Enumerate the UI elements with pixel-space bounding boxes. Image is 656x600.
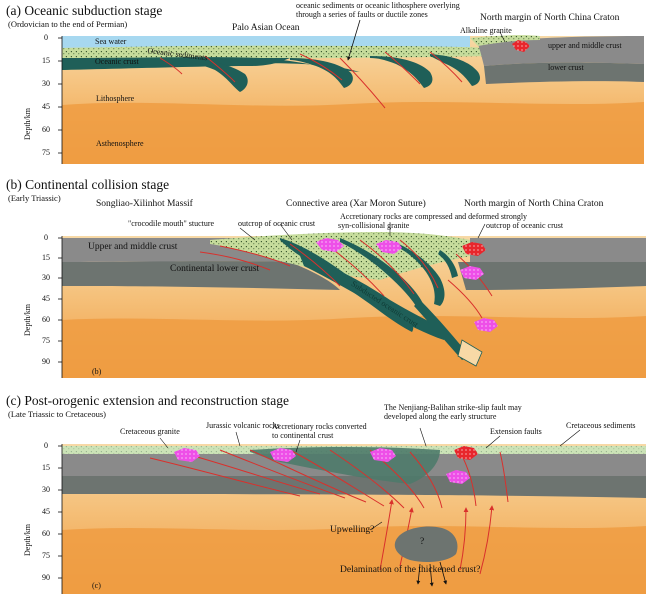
panel-b-letter: (b) — [92, 367, 102, 376]
tick-a-45: 45 — [42, 102, 50, 111]
depth-axis-label-c: Depth/km — [23, 524, 32, 556]
tick-b-45: 45 — [42, 294, 50, 303]
tick-b-60: 60 — [42, 315, 50, 324]
depth-axis-label-a: Depth/km — [23, 108, 32, 140]
label-cretaceous-granite: Cretaceous granite — [120, 427, 180, 436]
panel-c-letter: (c) — [92, 581, 101, 590]
label-extension-faults: Extension faults — [490, 427, 542, 436]
tick-c-0: 0 — [44, 441, 48, 450]
label-nenjiang-1: The Nenjiang-Balihan strike-slip fault m… — [384, 403, 522, 412]
label-accretionary-c2: to continental crust — [272, 431, 334, 440]
label-continental-lower-crust: Continental lower crust — [170, 264, 260, 274]
label-lithosphere: Lithosphere — [96, 94, 135, 103]
label-overlying-line1: oceanic sediments or oceanic lithosphere… — [296, 1, 460, 10]
label-overlying-line2: through a series of faults or ductile zo… — [296, 10, 428, 19]
label-asthenosphere: Asthenosphere — [96, 139, 144, 148]
label-nenjiang-2: developed along the early structure — [384, 412, 497, 421]
tick-c-75: 75 — [42, 551, 50, 560]
label-crocodile: "crocodile mouth" stucture — [128, 219, 215, 228]
panel-a-subtitle: (Ordovician to the end of Permian) — [8, 19, 128, 29]
label-upper-middle-crust-b: Upper and middle crust — [88, 242, 178, 252]
tick-c-60: 60 — [42, 529, 50, 538]
label-outcrop-right: outcrop of oceanic crust — [486, 221, 564, 230]
tick-c-15: 15 — [42, 463, 50, 472]
label-syn-collisional: syn-collisional granite — [338, 221, 410, 230]
panel-c-subtitle: (Late Triassic to Cretaceous) — [8, 409, 106, 419]
panel-a-section — [58, 19, 644, 164]
panel-a-title: (a) Oceanic subduction stage — [6, 3, 163, 18]
label-jurassic-volcanic: Jurassic volcanic rocks — [206, 421, 280, 430]
panel-c-section — [58, 427, 646, 594]
tick-a-30: 30 — [42, 79, 50, 88]
panel-c-title: (c) Post-orogenic extension and reconstr… — [6, 393, 290, 408]
label-alkaline-granite: Alkaline granite — [460, 26, 512, 35]
tick-a-75: 75 — [42, 148, 50, 157]
label-lower-crust-a: lower crust — [548, 63, 584, 72]
label-sea-water: Sea water — [95, 37, 127, 46]
label-accretionary-b: Accretionary rocks are compressed and de… — [340, 212, 528, 221]
tick-b-75: 75 — [42, 336, 50, 345]
tick-c-30: 30 — [42, 485, 50, 494]
panel-b-section — [58, 222, 646, 378]
tick-c-45: 45 — [42, 507, 50, 516]
label-upwelling: Upwelling? — [330, 525, 375, 535]
tick-b-15: 15 — [42, 253, 50, 262]
tick-a-0: 0 — [44, 33, 48, 42]
label-north-margin-b: North margin of North China Craton — [464, 199, 604, 209]
label-accretionary-c1: Accretionary rocks converted — [272, 422, 367, 431]
label-upper-middle-crust-a: upper and middle crust — [548, 41, 622, 50]
tick-a-60: 60 — [42, 125, 50, 134]
tick-b-30: 30 — [42, 273, 50, 282]
label-question: ? — [420, 537, 425, 547]
label-outcrop-left: outcrop of oceanic crust — [238, 219, 316, 228]
label-oceanic-crust: Oceanic crust — [95, 57, 139, 66]
depth-axis-label-b: Depth/km — [23, 304, 32, 336]
label-songliao: Songliao-Xilinhot Massif — [96, 199, 193, 209]
tick-b-90: 90 — [42, 357, 50, 366]
tick-c-90: 90 — [42, 573, 50, 582]
tick-b-0: 0 — [44, 233, 48, 242]
panel-b-title: (b) Continental collision stage — [6, 177, 170, 192]
label-connective-area: Connective area (Xar Moron Suture) — [286, 199, 426, 209]
label-north-margin-a: North margin of North China Craton — [480, 13, 620, 23]
panel-b-subtitle: (Early Triassic) — [8, 193, 61, 203]
tick-a-15: 15 — [42, 56, 50, 65]
label-palo-asian-ocean: Palo Asian Ocean — [232, 23, 300, 33]
label-cretaceous-sediments: Cretaceous sediments — [566, 421, 636, 430]
label-delamination: Delamination of the thickened crust? — [340, 565, 481, 575]
